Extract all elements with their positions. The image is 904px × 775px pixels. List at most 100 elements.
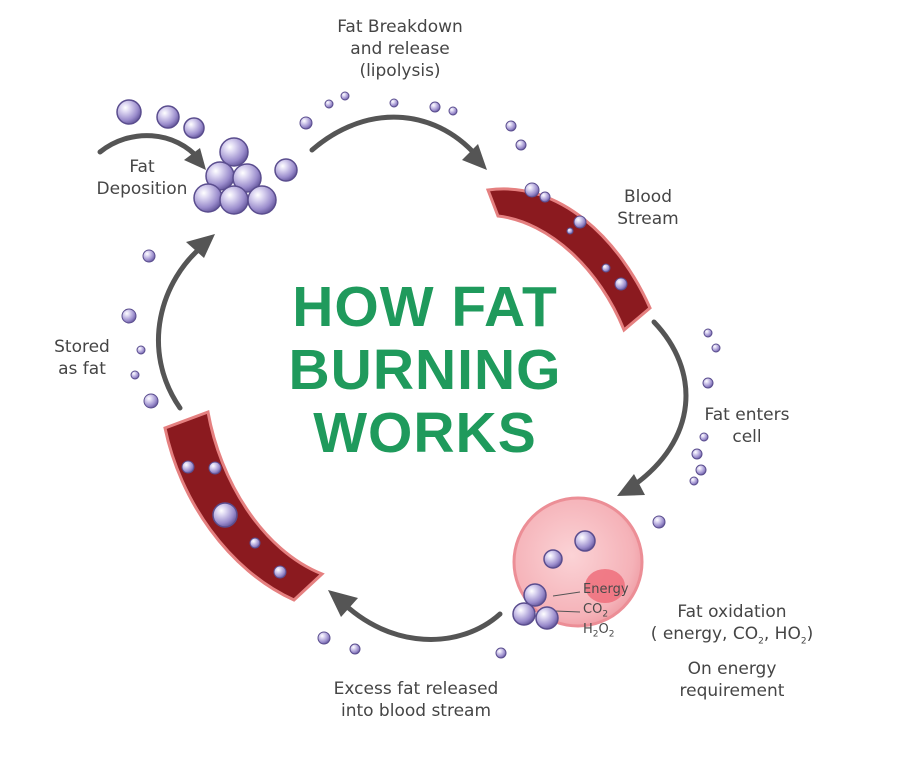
fat-droplet-icon	[143, 393, 159, 409]
fat-droplet-icon	[142, 249, 156, 263]
oxidation-text-a: ( energy, CO	[650, 624, 759, 644]
arrow-heads	[184, 144, 645, 617]
fat-droplet-icon	[136, 345, 146, 355]
fat-droplet-icon	[691, 448, 703, 460]
h2o2-o: O	[598, 622, 609, 637]
label-excess-line-2: into blood stream	[340, 701, 492, 721]
arrow-lipolysis-to-blood	[309, 114, 483, 163]
fat-droplet-icon	[702, 377, 714, 389]
cell-label-energy: Energy	[583, 582, 629, 597]
oxidation-sub-a: 2	[758, 636, 764, 647]
fat-droplet-icon	[429, 101, 441, 113]
arrow-deposition-in	[97, 133, 203, 163]
fat-droplet-icon	[495, 647, 507, 659]
fat-droplet-icon	[703, 328, 713, 338]
fat-droplet-icon	[219, 137, 249, 167]
arrowhead-icon	[184, 148, 206, 170]
fat-droplet-icon	[535, 606, 559, 630]
fat-droplet-icon	[121, 308, 137, 324]
cycle-arrows	[97, 114, 689, 642]
fat-droplet-icon	[349, 643, 361, 655]
label-stored-line-1: Stored	[54, 337, 110, 357]
fat-droplet-icon	[249, 537, 261, 549]
fat-droplet-icon	[273, 565, 287, 579]
fat-droplet-icon	[181, 460, 195, 474]
fat-droplet-icon	[212, 502, 238, 528]
arrowhead-icon	[186, 234, 215, 258]
title-line-1: HOW FAT	[292, 275, 558, 339]
co2-text: CO	[583, 602, 603, 617]
fat-droplet-icon	[711, 343, 721, 353]
fat-droplet-icon	[340, 91, 350, 101]
h2o2-h: H	[583, 622, 593, 637]
label-stored-line-2: as fat	[58, 359, 106, 379]
label-fat-deposition: Fat Deposition	[86, 156, 198, 200]
fat-droplet-icon	[566, 227, 574, 235]
label-blood-stream-line-1: Blood	[624, 187, 672, 207]
h2o2-sub-1: 2	[592, 629, 599, 640]
label-oxidation-line-1: Fat oxidation	[677, 602, 787, 622]
fat-droplet-icon	[183, 117, 205, 139]
cell-label-h2o2: H2O2	[583, 622, 614, 640]
fat-droplet-icon	[573, 215, 587, 229]
fat-droplet-icon	[156, 105, 180, 129]
fat-droplet-icon	[512, 602, 536, 626]
fat-droplet-icon	[574, 530, 596, 552]
label-enters-cell-line-2: cell	[732, 427, 762, 447]
label-enters-cell: Fat enters cell	[692, 404, 802, 448]
arrowhead-icon	[462, 144, 487, 170]
label-enters-cell-line-1: Fat enters	[704, 405, 790, 425]
arrowhead-icon	[328, 590, 358, 617]
label-oxidation-line-4: requirement	[679, 681, 785, 702]
h2o2-sub-2: 2	[608, 629, 615, 640]
cell-label-co2: CO2	[583, 602, 608, 620]
fat-droplet-icon	[389, 98, 399, 108]
label-deposition-line-2: Deposition	[96, 179, 188, 199]
fat-droplet-icon	[299, 116, 313, 130]
fat-droplet-icon	[614, 277, 628, 291]
fat-droplet-icon	[523, 583, 547, 607]
fat-droplet-icon	[193, 183, 223, 213]
oxidation-sub-b: 2	[800, 636, 807, 647]
label-deposition-line-1: Fat	[129, 157, 155, 177]
label-blood-stream-line-2: Stream	[617, 209, 679, 229]
label-excess-fat: Excess fat released into blood stream	[318, 678, 514, 722]
fat-droplet-icon	[515, 139, 527, 151]
co2-sub: 2	[602, 609, 609, 620]
oxidation-text-b: , HO	[763, 624, 801, 644]
fat-droplets	[116, 91, 721, 659]
fat-droplet-icon	[208, 461, 222, 475]
page-title: HOW FAT BURNING WORKS	[190, 276, 660, 465]
fat-droplet-icon	[652, 515, 666, 529]
fat-droplet-icon	[695, 464, 707, 476]
label-oxidation-line-2: ( energy, CO2, HO2)	[632, 623, 832, 652]
fat-droplet-icon	[505, 120, 517, 132]
fat-droplet-icon	[524, 182, 540, 198]
fat-droplet-icon	[116, 99, 142, 125]
label-lipolysis: Fat Breakdown and release (lipolysis)	[320, 16, 480, 82]
fat-droplet-icon	[274, 158, 298, 182]
fat-droplet-icon	[317, 631, 331, 645]
arrowhead-icon	[617, 474, 645, 496]
arrow-blood-to-cell	[627, 319, 689, 491]
fat-droplet-icon	[247, 185, 277, 215]
label-oxidation: Fat oxidation ( energy, CO2, HO2) On ene…	[632, 601, 832, 702]
label-lipolysis-line-3: (lipolysis)	[359, 61, 441, 81]
label-lipolysis-line-2: and release	[350, 39, 450, 59]
fat-droplet-icon	[699, 432, 709, 442]
blood-vessel-upper	[485, 187, 652, 333]
arrow-cell-to-excess	[337, 597, 503, 642]
fat-droplet-icon	[539, 191, 551, 203]
oxidation-text-c: )	[806, 624, 814, 644]
fat-droplet-icon	[232, 163, 262, 193]
label-lipolysis-line-1: Fat Breakdown	[337, 17, 463, 37]
fat-droplet-icon	[543, 549, 563, 569]
blood-vessel-lower	[163, 409, 325, 602]
fat-droplet-icon	[689, 476, 699, 486]
label-oxidation-line-3: On energy	[687, 659, 777, 680]
label-blood-stream: Blood Stream	[598, 186, 698, 230]
fat-droplet-icon	[130, 370, 140, 380]
fat-droplet-icon	[601, 263, 611, 273]
label-stored-as-fat: Stored as fat	[40, 336, 124, 380]
